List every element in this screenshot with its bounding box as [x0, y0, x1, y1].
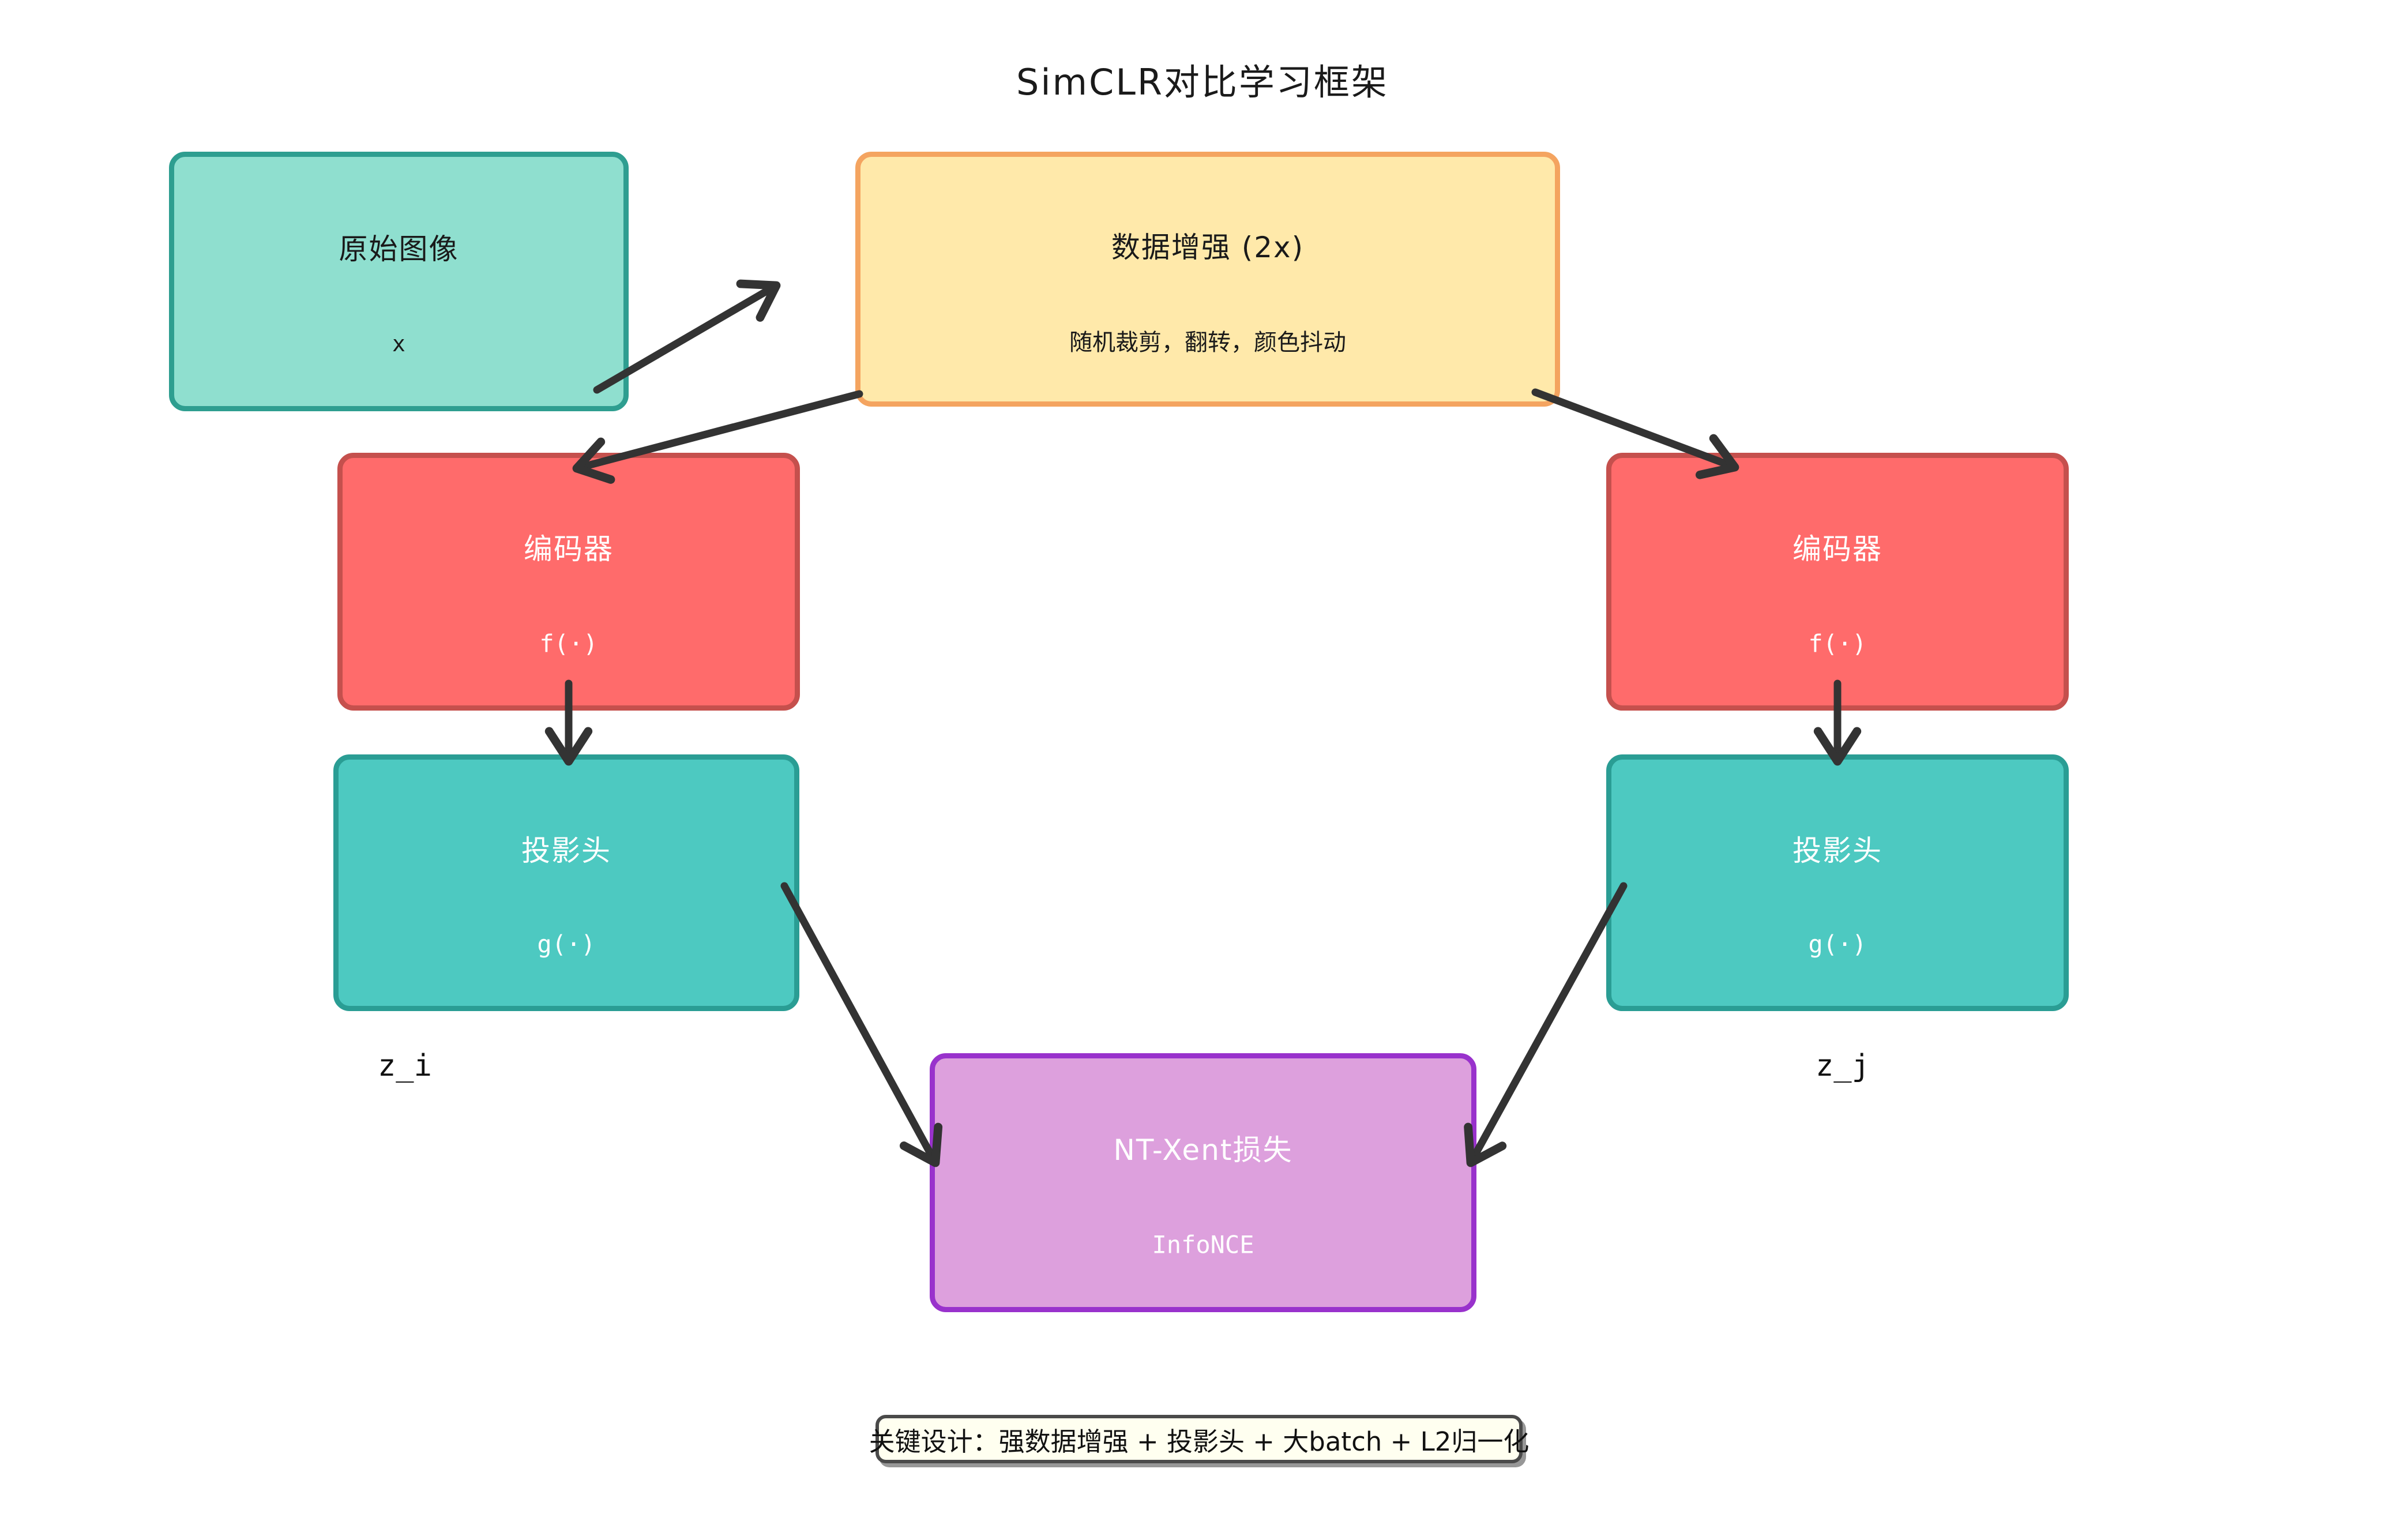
page-title: SimCLR对比学习框架: [1016, 61, 1389, 103]
node-encoder-right-title: 编码器: [1793, 532, 1882, 566]
node-ntxent-loss-title: NT-Xent损失: [1113, 1133, 1293, 1167]
arrow-projection-right-to-loss: [1464, 882, 1628, 1167]
key-design-note-text: 关键设计：强数据增强 + 投影头 + 大batch + L2归一化: [869, 1426, 1530, 1457]
label-z-i: z_i: [378, 1049, 432, 1083]
label-z-j: z_j: [1816, 1049, 1870, 1083]
node-projection-head-left-title: 投影头: [521, 833, 611, 867]
node-encoder-right-symbol: f(·): [1808, 629, 1867, 658]
node-original-image-title: 原始图像: [339, 232, 459, 266]
node-projection-head-right: 投影头 g(·): [1606, 754, 2069, 1011]
node-data-augmentation-title: 数据增强 (2x): [1111, 230, 1305, 264]
node-projection-head-left-symbol: g(·): [537, 930, 596, 959]
node-data-augmentation: 数据增强 (2x) 随机裁剪，翻转，颜色抖动: [855, 152, 1560, 407]
node-ntxent-loss-symbol: InfoNCE: [1152, 1230, 1254, 1259]
arrow-projection-left-to-loss: [780, 882, 943, 1167]
node-projection-head-right-title: 投影头: [1793, 833, 1882, 867]
node-encoder-left-symbol: f(·): [539, 629, 598, 658]
node-encoder-left-title: 编码器: [524, 532, 614, 566]
node-original-image-symbol: x: [392, 331, 405, 356]
node-ntxent-loss: NT-Xent损失 InfoNCE: [930, 1053, 1476, 1312]
node-encoder-right: 编码器 f(·): [1606, 453, 2069, 711]
node-data-augmentation-detail: 随机裁剪，翻转，颜色抖动: [1069, 329, 1346, 356]
node-projection-head-right-symbol: g(·): [1808, 930, 1867, 959]
node-original-image: 原始图像 x: [169, 152, 629, 411]
node-projection-head-left: 投影头 g(·): [333, 754, 799, 1011]
node-encoder-left: 编码器 f(·): [337, 453, 800, 711]
key-design-note: 关键设计：强数据增强 + 投影头 + 大batch + L2归一化: [869, 1415, 1529, 1463]
